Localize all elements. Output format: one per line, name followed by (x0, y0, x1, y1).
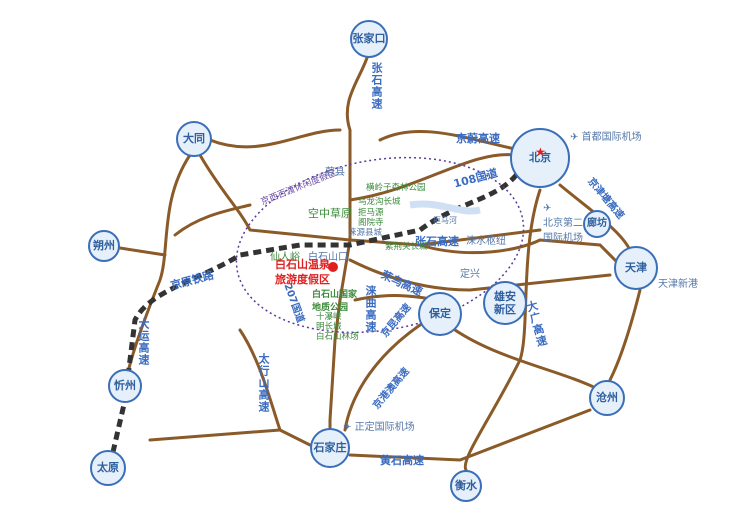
hw-huangshi: 黄石高速 (380, 454, 424, 467)
road (238, 328, 312, 447)
place-geopark: 白石山国家地质公园 (312, 290, 358, 313)
city-shijiazhuang[interactable]: 石家庄 (310, 428, 350, 468)
airport-daxing: ✈ 北京第二国际机场 (543, 203, 587, 244)
hw-laiqu: 涞曲高速 (364, 285, 377, 333)
road (148, 428, 282, 442)
hw-dayun: 大运高速 (137, 318, 150, 366)
plane-icon: ✈ (343, 422, 352, 433)
place-zijingguan: 紫荆关长城 (385, 242, 428, 252)
road (418, 238, 622, 267)
city-tianjin[interactable]: 天津 (614, 246, 658, 290)
place-dingxing: 定兴 (460, 269, 480, 280)
hw-zhangshi-north: 张石高速 (370, 62, 383, 110)
resort-marker (328, 262, 338, 272)
road (173, 203, 252, 237)
hw-jingwei: 京蔚高速 (456, 132, 500, 145)
city-datong[interactable]: 大同 (176, 121, 212, 157)
hw-taihang: 太行山高速 (257, 353, 270, 413)
city-zhangjiakou[interactable]: 张家口 (350, 20, 388, 58)
place-gexiansi: 阁院寺 (358, 218, 384, 228)
city-beijing[interactable]: 北京 (510, 128, 570, 188)
place-xianrenyu: 仙人峪 (270, 252, 300, 263)
road (608, 288, 642, 382)
place-jumayuan: 拒马源 (358, 208, 384, 218)
railway (107, 168, 523, 466)
city-hengshui[interactable]: 衡水 (450, 470, 482, 502)
zhengding-airport-label: 正定国际机场 (354, 422, 415, 433)
place-baishishankou: 白石山口 (308, 252, 348, 263)
place-kongzhong: 空中草原 (308, 207, 352, 220)
road (343, 323, 422, 432)
road (348, 408, 592, 462)
hw-zhangshi: 张石高速 (415, 235, 459, 248)
place-shidu: 十瀑峡 (316, 312, 342, 322)
river (409, 200, 481, 215)
place-wulonggou: 乌龙沟长城 (358, 197, 401, 207)
plane-icon: ✈ (570, 132, 579, 143)
beijing-label: 北京 (529, 151, 551, 165)
daxing-airport-label: 北京第二国际机场 (543, 218, 583, 244)
city-cangzhou[interactable]: 沧州 (589, 380, 625, 416)
road (453, 328, 602, 392)
road (328, 53, 370, 450)
road (208, 128, 342, 149)
capital-airport-label: 首都国际机场 (581, 132, 642, 143)
road (348, 258, 612, 292)
road (348, 153, 517, 202)
place-laiyuan: 涞源县城 (348, 228, 383, 238)
place-tj-port: 天津新港 (658, 279, 698, 290)
place-forest: 白石山林场 (316, 332, 359, 342)
plane-icon: ✈ (543, 203, 552, 214)
resort-zone-boundary (235, 156, 525, 334)
city-langfang[interactable]: 廊坊 (583, 210, 611, 238)
capital-star-icon: ★ (535, 145, 546, 159)
place-jumahe: 拒马河 (433, 216, 457, 225)
place-hengling: 横岭子森林公园 (366, 183, 426, 193)
city-xinzhou[interactable]: 忻州 (108, 369, 142, 403)
road (118, 246, 167, 257)
road (378, 129, 522, 152)
city-baoding[interactable]: 保定 (418, 292, 462, 336)
place-yuxian: 蔚县 (325, 167, 345, 178)
place-minggreat: 明长城 (316, 322, 342, 332)
airport-zhengding: ✈ 正定国际机场 (343, 418, 415, 433)
city-xiongan[interactable]: 雄安新区 (483, 281, 527, 325)
place-laishui: 涞水枢纽 (466, 236, 506, 247)
airport-capital: ✈ 首都国际机场 (570, 128, 642, 143)
city-shuozhou[interactable]: 朔州 (88, 230, 120, 262)
resort-label: 白石山温泉旅游度假区 (275, 258, 330, 286)
city-taiyuan[interactable]: 太原 (90, 450, 126, 486)
